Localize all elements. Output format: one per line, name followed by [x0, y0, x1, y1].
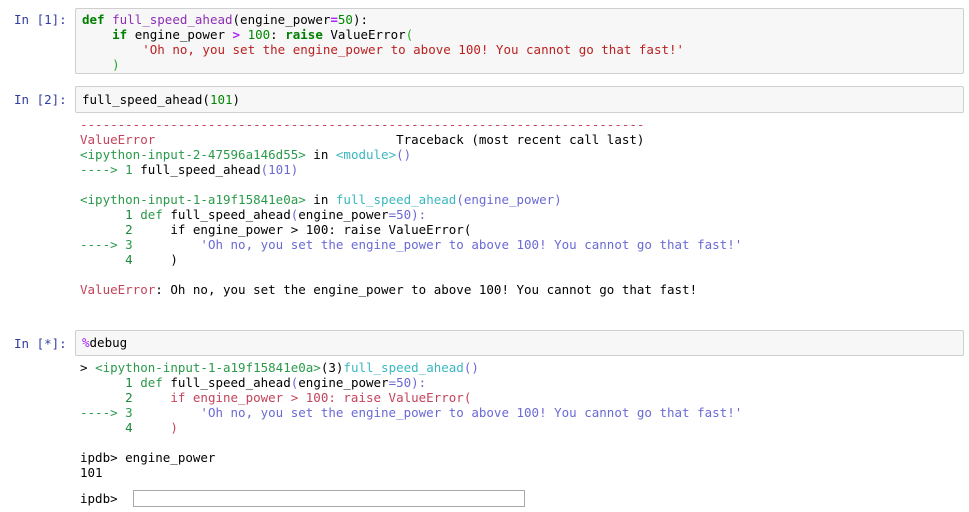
code-line: ValueError Traceback (most recent call l…: [80, 132, 645, 147]
ipdb-prompt-label: ipdb>: [80, 491, 118, 506]
code-input-area[interactable]: def full_speed_ahead(engine_power=50): i…: [75, 8, 964, 74]
cell-prompt: In [*]:: [14, 336, 67, 351]
code-line: ----> 3 'Oh no, you set the engine_power…: [80, 405, 743, 420]
code-line: 1 def full_speed_ahead(engine_power=50):: [80, 207, 427, 222]
cell-prompt: In [2]:: [14, 92, 67, 107]
code-input-area[interactable]: %debug: [75, 330, 964, 356]
code-line: ValueError: Oh no, you set the engine_po…: [80, 282, 698, 297]
code-line: 101: [80, 465, 103, 480]
code-line: %debug: [82, 335, 128, 350]
ipdb-input[interactable]: [133, 490, 525, 507]
code-line: [80, 435, 742, 450]
cell-prompt: In [1]:: [14, 12, 67, 27]
code-line: 'Oh no, you set the engine_power to abov…: [142, 42, 685, 57]
code-line: def full_speed_ahead(engine_power=50):: [82, 12, 369, 27]
code-line: > <ipython-input-1-a19f15841e0a>(3)full_…: [80, 360, 479, 375]
code-text: def full_speed_ahead(engine_power=50): i…: [82, 12, 684, 72]
debugger-output: > <ipython-input-1-a19f15841e0a>(3)full_…: [80, 360, 742, 480]
code-line: ----> 3 'Oh no, you set the engine_power…: [80, 237, 743, 252]
code-line: ipdb> engine_power: [80, 450, 216, 465]
code-line: 1 def full_speed_ahead(engine_power=50):: [80, 375, 427, 390]
code-line: 2 if engine_power > 100: raise ValueErro…: [80, 390, 472, 405]
code-line: ----> 1 full_speed_ahead(101): [80, 162, 299, 177]
code-line: 2 if engine_power > 100: raise ValueErro…: [80, 222, 472, 237]
code-input-area[interactable]: full_speed_ahead(101): [75, 86, 964, 113]
code-line: ----------------------------------------…: [80, 117, 645, 132]
code-text: %debug: [82, 335, 127, 350]
code-line: <ipython-input-2-47596a146d55> in <modul…: [80, 147, 412, 162]
code-text: full_speed_ahead(101): [82, 92, 240, 107]
code-line: if engine_power > 100: raise ValueError(: [112, 27, 414, 42]
code-line: <ipython-input-1-a19f15841e0a> in full_s…: [80, 192, 562, 207]
code-line: [80, 267, 742, 282]
code-line: 4 ): [80, 252, 178, 267]
code-line: 4 ): [80, 420, 178, 435]
traceback-output: ----------------------------------------…: [80, 117, 742, 297]
code-line: ): [112, 57, 120, 72]
code-line: [80, 177, 742, 192]
code-line: full_speed_ahead(101): [82, 92, 241, 107]
